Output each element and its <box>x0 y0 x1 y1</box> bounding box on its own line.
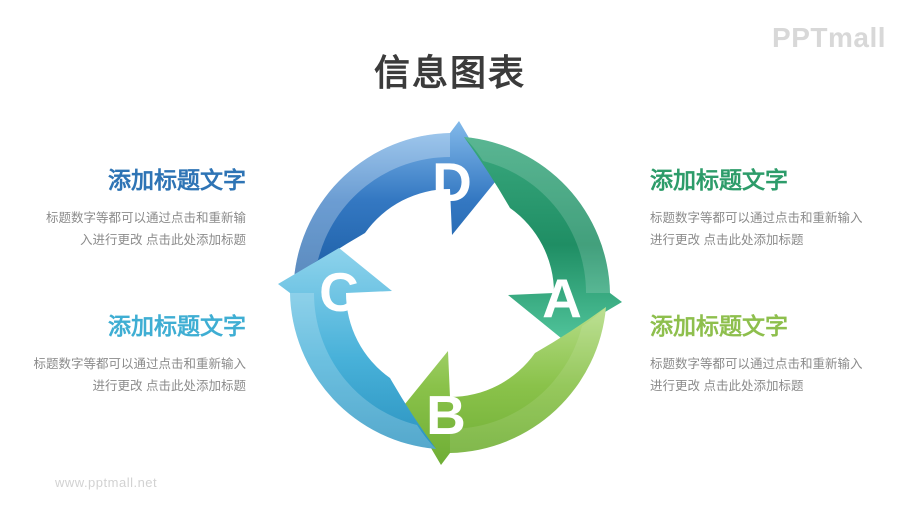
arrow-label-d: D <box>432 151 472 213</box>
body-line: 进行更改 点击此处添加标题 <box>650 379 804 393</box>
text-block-bottom-left: 添加标题文字 标题数字等都可以通过点击和重新输入 进行更改 点击此处添加标题 <box>30 315 246 397</box>
body-line: 进行更改 点击此处添加标题 <box>92 379 246 393</box>
block-title: 添加标题文字 <box>108 167 246 193</box>
body-line: 标题数字等都可以通过点击和重新输入 <box>650 211 863 225</box>
block-body: 标题数字等都可以通过点击和重新输入 进行更改 点击此处添加标题 <box>650 207 866 251</box>
body-line: 标题数字等都可以通过点击和重新输入 <box>650 357 863 371</box>
block-body: 标题数字等都可以通过点击和重新输入 进行更改 点击此处添加标题 <box>30 353 246 397</box>
text-block-top-right: 添加标题文字 标题数字等都可以通过点击和重新输入 进行更改 点击此处添加标题 <box>650 169 866 251</box>
text-block-top-left: 添加标题文字 标题数字等都可以通过点击和重新输 入进行更改 点击此处添加标题 <box>30 169 246 251</box>
arrow-label-b: B <box>426 384 466 446</box>
block-title: 添加标题文字 <box>108 313 246 339</box>
block-title: 添加标题文字 <box>650 167 788 193</box>
body-line: 进行更改 点击此处添加标题 <box>650 233 804 247</box>
block-body: 标题数字等都可以通过点击和重新输入 进行更改 点击此处添加标题 <box>650 353 866 397</box>
cycle-diagram: D A B C <box>278 121 622 465</box>
body-line: 入进行更改 点击此处添加标题 <box>80 233 246 247</box>
watermark-url: www.pptmall.net <box>55 475 158 490</box>
pptmall-logo: PPTmall <box>772 22 886 53</box>
arrow-label-c: C <box>319 261 359 323</box>
page-title: 信息图表 <box>373 52 526 93</box>
body-line: 标题数字等都可以通过点击和重新输入 <box>33 357 246 371</box>
arrow-label-a: A <box>542 267 582 329</box>
block-title: 添加标题文字 <box>650 313 788 339</box>
block-body: 标题数字等都可以通过点击和重新输 入进行更改 点击此处添加标题 <box>30 207 246 251</box>
body-line: 标题数字等都可以通过点击和重新输 <box>45 211 246 225</box>
text-block-bottom-right: 添加标题文字 标题数字等都可以通过点击和重新输入 进行更改 点击此处添加标题 <box>650 315 866 397</box>
